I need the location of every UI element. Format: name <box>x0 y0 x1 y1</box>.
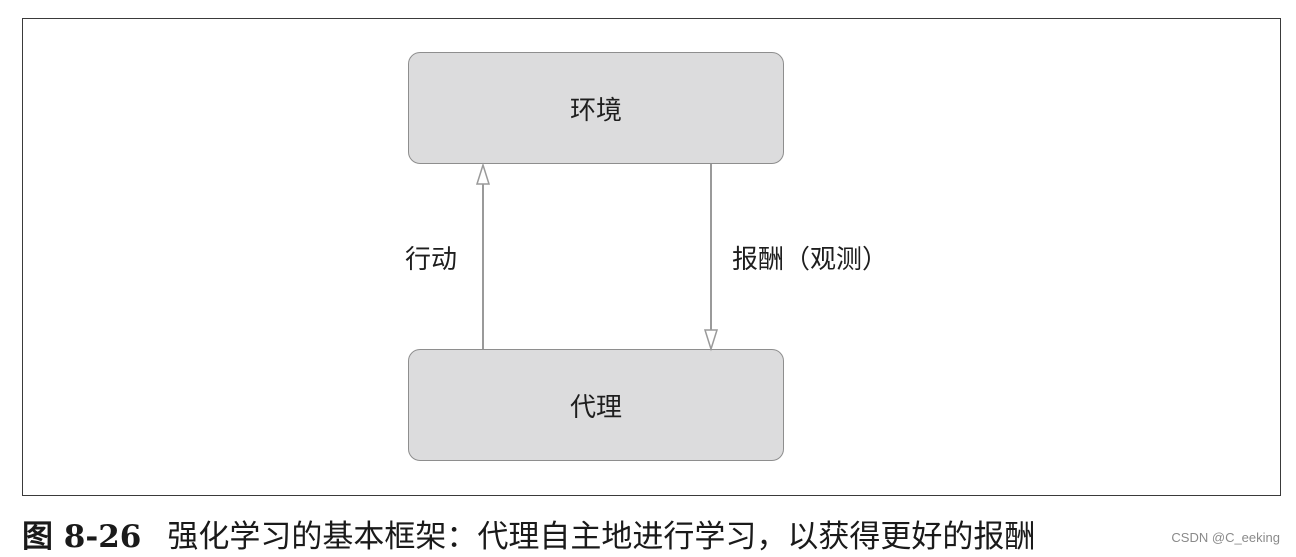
environment-box: 环境 <box>408 52 784 164</box>
environment-label: 环境 <box>569 95 622 126</box>
caption-text: 强化学习的基本框架：代理自主地进行学习，以获得更好的报酬 <box>167 519 1036 555</box>
action-arrow <box>475 162 491 349</box>
agent-box: 代理 <box>408 349 784 461</box>
diagram-frame <box>22 18 1281 496</box>
watermark: CSDN @C_eeking <box>1171 530 1280 545</box>
reward-label: 报酬（观测） <box>732 245 889 275</box>
arrowhead-down-icon <box>703 329 719 352</box>
figure-caption: 图 8-26 强化学习的基本框架：代理自主地进行学习，以获得更好的报酬 <box>22 517 1035 557</box>
reward-arrow <box>703 164 719 352</box>
action-label: 行动 <box>405 245 458 275</box>
arrowhead-up-icon <box>475 162 491 185</box>
agent-label: 代理 <box>569 392 622 423</box>
figure-number: 图 8-26 <box>22 519 142 555</box>
